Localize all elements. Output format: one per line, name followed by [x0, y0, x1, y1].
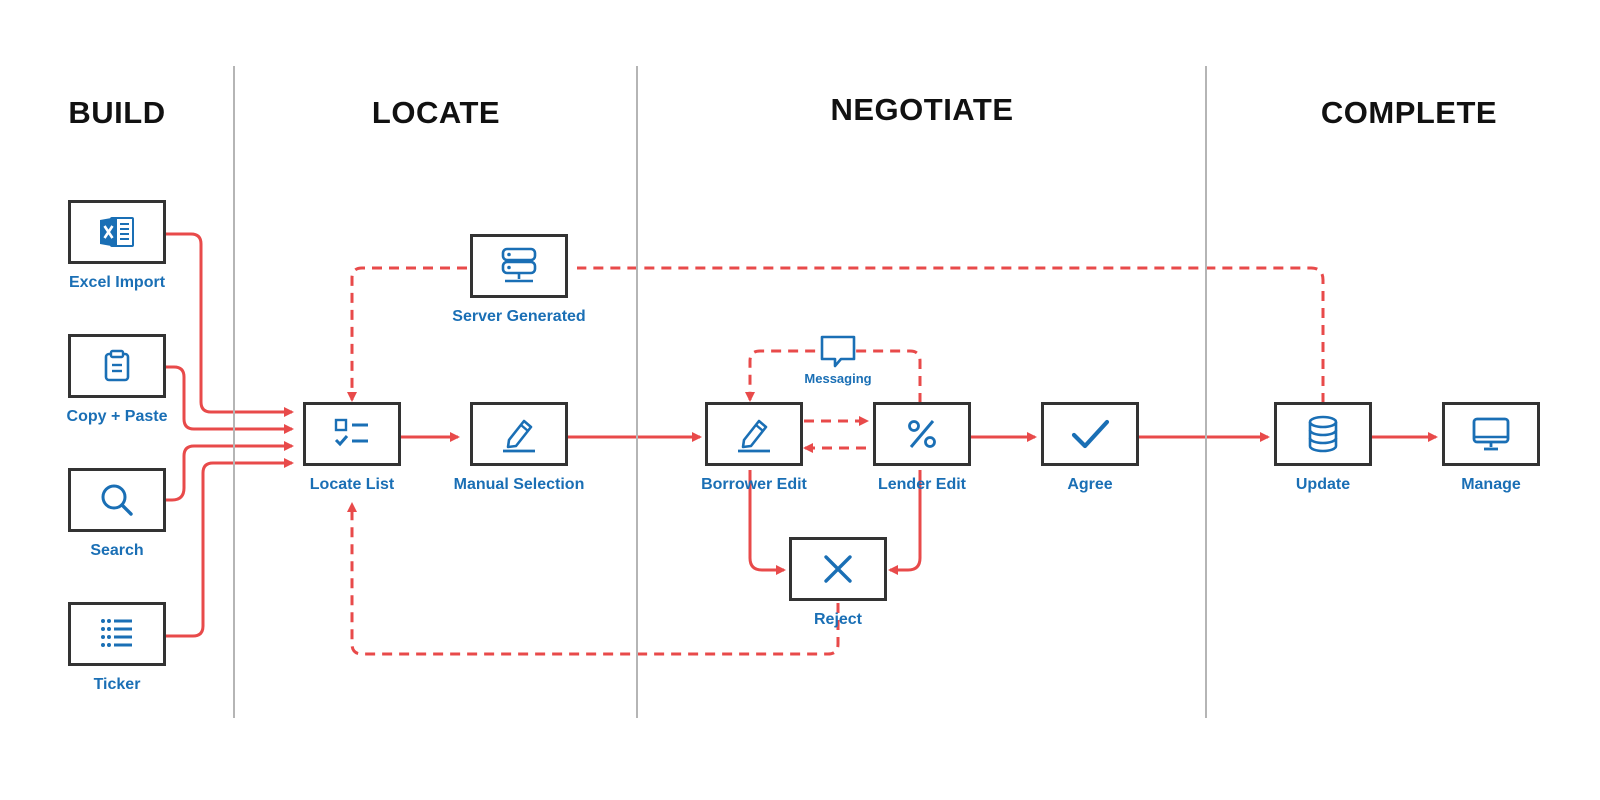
update-label: Update: [1295, 476, 1351, 493]
checklist-icon: [334, 418, 368, 447]
phase-negotiate-heading: NEGOTIATE: [830, 92, 1014, 127]
divider-locate-negotiate: [636, 66, 638, 718]
edit-pencil-icon: [503, 419, 535, 453]
phase-locate-heading: LOCATE: [371, 95, 501, 130]
dashed-reject-to-locate: [347, 502, 840, 656]
arrow-search-to-locate: [165, 441, 294, 502]
copy-paste-node[interactable]: [68, 334, 166, 398]
dashed-update-to-server: [577, 266, 1325, 403]
edit-pencil-icon: [738, 419, 770, 453]
list-icon: [101, 619, 132, 647]
reject-node[interactable]: [789, 537, 887, 601]
lender-edit-label: Lender Edit: [877, 476, 966, 493]
phase-build-heading: BUILD: [68, 95, 166, 130]
locate-list-label: Locate List: [309, 476, 395, 493]
monitor-icon: [1472, 417, 1510, 451]
server-generated-label: Server Generated: [452, 308, 586, 325]
percent-icon: [908, 420, 936, 448]
arrow-lender-to-reject: [888, 470, 922, 575]
copy-paste-label: Copy + Paste: [66, 408, 168, 425]
excel-import-label: Excel Import: [68, 274, 166, 291]
server-icon: [501, 247, 537, 283]
search-node[interactable]: [68, 468, 166, 532]
borrower-edit-node[interactable]: [705, 402, 803, 466]
database-icon: [1308, 415, 1338, 453]
excel-import-node[interactable]: [68, 200, 166, 264]
dashed-server-to-locate: [347, 266, 467, 402]
locate-list-node[interactable]: [303, 402, 401, 466]
search-label: Search: [90, 542, 144, 559]
manual-selection-label: Manual Selection: [453, 476, 585, 493]
agree-node[interactable]: [1041, 402, 1139, 466]
update-node[interactable]: [1274, 402, 1372, 466]
manage-node[interactable]: [1442, 402, 1540, 466]
reject-label: Reject: [813, 611, 863, 628]
lender-edit-node[interactable]: [873, 402, 971, 466]
agree-label: Agree: [1067, 476, 1113, 493]
arrow-borrower-to-reject: [748, 470, 786, 575]
server-generated-node[interactable]: [470, 234, 568, 298]
close-icon: [824, 555, 852, 583]
arrow-ticker-to-locate: [165, 458, 294, 638]
manual-selection-node[interactable]: [470, 402, 568, 466]
manage-label: Manage: [1461, 476, 1521, 493]
messaging-label: Messaging: [804, 371, 872, 386]
messaging-icon[interactable]: [819, 334, 857, 370]
ticker-label: Ticker: [93, 676, 141, 693]
divider-negotiate-complete: [1205, 66, 1207, 718]
arrow-copy-to-locate: [165, 365, 294, 434]
clipboard-icon: [104, 349, 130, 382]
divider-build-locate: [233, 66, 235, 718]
search-icon: [101, 484, 133, 516]
ticker-node[interactable]: [68, 602, 166, 666]
excel-icon: [100, 217, 134, 247]
borrower-edit-label: Borrower Edit: [701, 476, 807, 493]
checkmark-icon: [1071, 419, 1110, 449]
arrow-excel-to-locate: [165, 232, 294, 417]
phase-complete-heading: COMPLETE: [1320, 95, 1498, 130]
